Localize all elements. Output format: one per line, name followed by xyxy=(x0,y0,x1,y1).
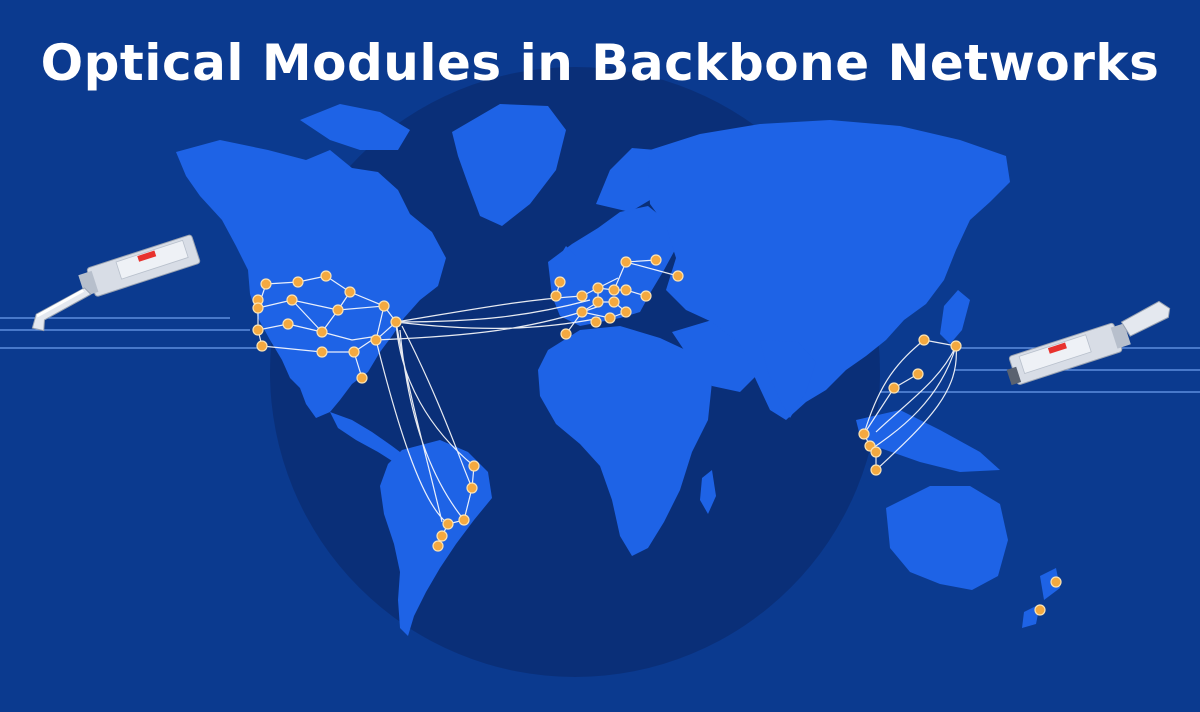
node-na xyxy=(378,300,390,312)
node-asia xyxy=(912,368,924,380)
node-na xyxy=(332,304,344,316)
australia xyxy=(886,486,1008,590)
node-na xyxy=(256,340,268,352)
node-eu xyxy=(550,290,562,302)
node-eu xyxy=(576,290,588,302)
node-nz xyxy=(1034,604,1046,616)
south-america xyxy=(380,440,492,636)
node-sa xyxy=(436,530,448,542)
node-na xyxy=(390,316,402,328)
node-asia xyxy=(950,340,962,352)
node-na xyxy=(252,302,264,314)
node-asia xyxy=(870,446,882,458)
node-eu xyxy=(650,254,662,266)
node-na xyxy=(286,294,298,306)
node-na xyxy=(316,346,328,358)
node-eu xyxy=(640,290,652,302)
page-title: Optical Modules in Backbone Networks xyxy=(40,34,1160,92)
node-na xyxy=(260,278,272,290)
node-eu xyxy=(620,284,632,296)
africa xyxy=(538,326,712,556)
node-sa xyxy=(458,514,470,526)
india xyxy=(760,340,816,418)
asia xyxy=(648,120,1010,420)
node-eu xyxy=(592,296,604,308)
node-eu xyxy=(604,312,616,324)
network-nodes xyxy=(252,254,1062,616)
node-eu xyxy=(672,270,684,282)
node-nz xyxy=(1050,576,1062,588)
node-eu xyxy=(576,306,588,318)
node-na xyxy=(370,334,382,346)
madagascar xyxy=(700,470,716,514)
optical-module-left-icon xyxy=(31,234,201,332)
node-na xyxy=(320,270,332,282)
node-sa xyxy=(442,518,454,530)
node-na xyxy=(344,286,356,298)
central-america xyxy=(330,412,408,466)
node-asia xyxy=(888,382,900,394)
british-isles xyxy=(556,246,576,284)
node-sa xyxy=(468,460,480,472)
node-asia xyxy=(858,428,870,440)
node-asia xyxy=(918,334,930,346)
node-na xyxy=(316,326,328,338)
southeast-asia-islands xyxy=(856,410,1000,472)
node-asia xyxy=(870,464,882,476)
greenland xyxy=(452,104,566,226)
node-sa xyxy=(432,540,444,552)
node-eu xyxy=(620,306,632,318)
node-na xyxy=(282,318,294,330)
continents xyxy=(176,104,1060,636)
node-eu xyxy=(608,296,620,308)
node-eu xyxy=(592,282,604,294)
node-na xyxy=(356,372,368,384)
arctic-islands xyxy=(300,104,410,150)
node-eu xyxy=(590,316,602,328)
node-na xyxy=(252,324,264,336)
japan xyxy=(940,290,970,344)
scandinavia xyxy=(596,148,664,212)
node-eu xyxy=(560,328,572,340)
node-na xyxy=(348,346,360,358)
node-na xyxy=(292,276,304,288)
node-eu xyxy=(608,284,620,296)
node-eu xyxy=(554,276,566,288)
node-sa xyxy=(466,482,478,494)
node-eu xyxy=(620,256,632,268)
optical-module-right-icon xyxy=(1006,300,1171,386)
